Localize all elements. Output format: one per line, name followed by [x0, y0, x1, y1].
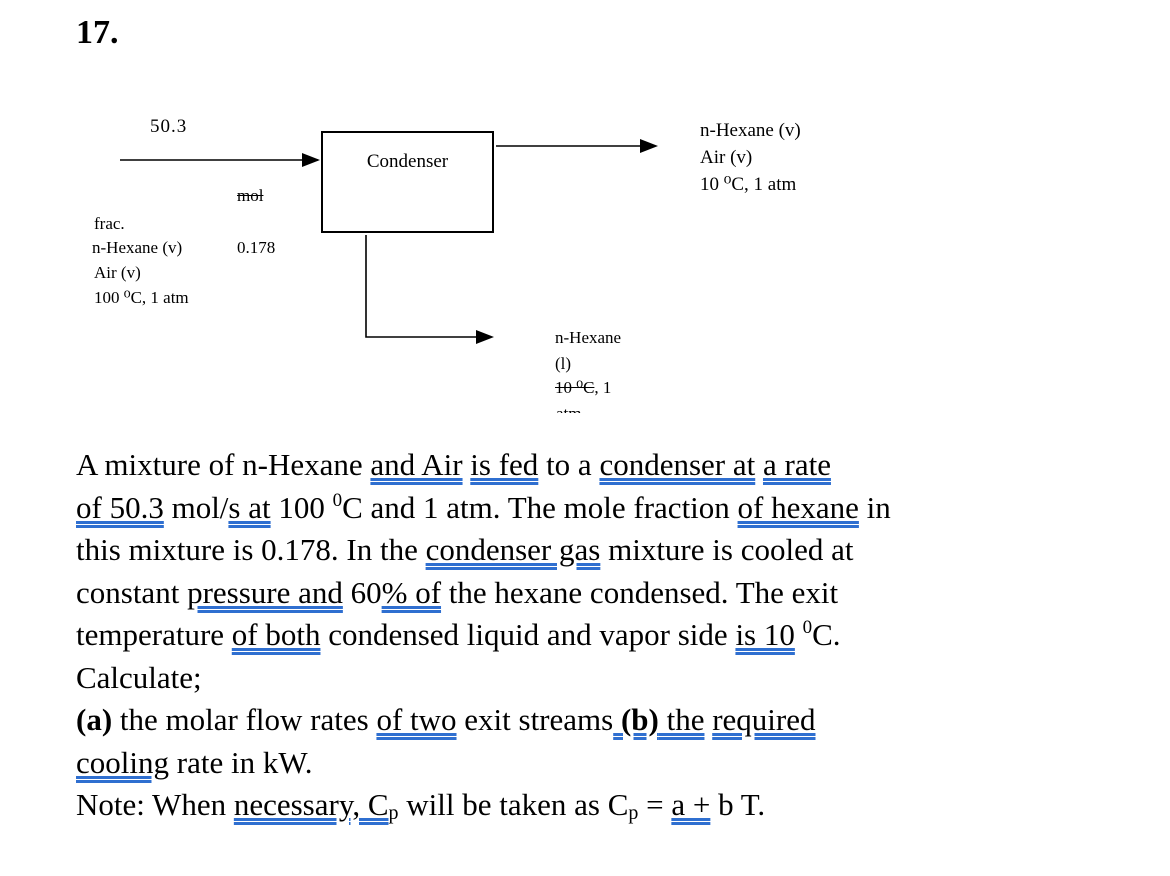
condenser-label: Condenser: [366, 151, 449, 172]
statement-line: Note: When necessary, Cp will be taken a…: [76, 787, 766, 824]
condenser-unit: Condenser: [321, 131, 494, 233]
feed-species-hexane: n-Hexane (v): [92, 238, 183, 257]
vapor-out-species-air: Air (v): [700, 147, 753, 168]
feed-flow-value: 50.3: [150, 116, 188, 137]
feed-conditions: 100 ⁰C, 1 atm: [94, 288, 189, 307]
statement-line: A mixture of n-Hexane and Air is fed to …: [76, 447, 831, 482]
vapor-out-species-hexane: n-Hexane (v): [700, 120, 801, 141]
statement-line: this mixture is 0.178. In the condenser …: [76, 532, 854, 567]
liquid-out-species: n-Hexane: [555, 328, 622, 347]
problem-statement: A mixture of n-Hexane and Air is fed to …: [76, 444, 1096, 827]
feed-flow-unit: mol: [237, 186, 264, 205]
liquid-out-stream-arrow: [365, 235, 478, 338]
problem-number: 17.: [76, 14, 119, 51]
statement-line: temperature of both condensed liquid and…: [76, 617, 841, 652]
statement-line: Calculate;: [76, 659, 202, 695]
feed-hexane-fraction: 0.178: [237, 238, 276, 257]
liquid-out-cut-text: atm: [556, 403, 582, 413]
feed-species-air: Air (v): [94, 263, 141, 282]
statement-line: (a) the molar flow rates of two exit str…: [76, 702, 816, 737]
statement-line: of 50.3 mol/s at 100 0C and 1 atm. The m…: [76, 489, 891, 525]
liquid-out-conditions: 10 ⁰C, 1: [555, 378, 612, 397]
feed-frac-label: frac.: [94, 214, 125, 233]
vapor-out-conditions: 10 ⁰C, 1 atm: [700, 174, 797, 195]
statement-line: cooling rate in kW.: [76, 744, 313, 780]
liquid-out-phase: (l): [555, 354, 572, 373]
statement-line: constant pressure and 60% of the hexane …: [76, 574, 839, 610]
